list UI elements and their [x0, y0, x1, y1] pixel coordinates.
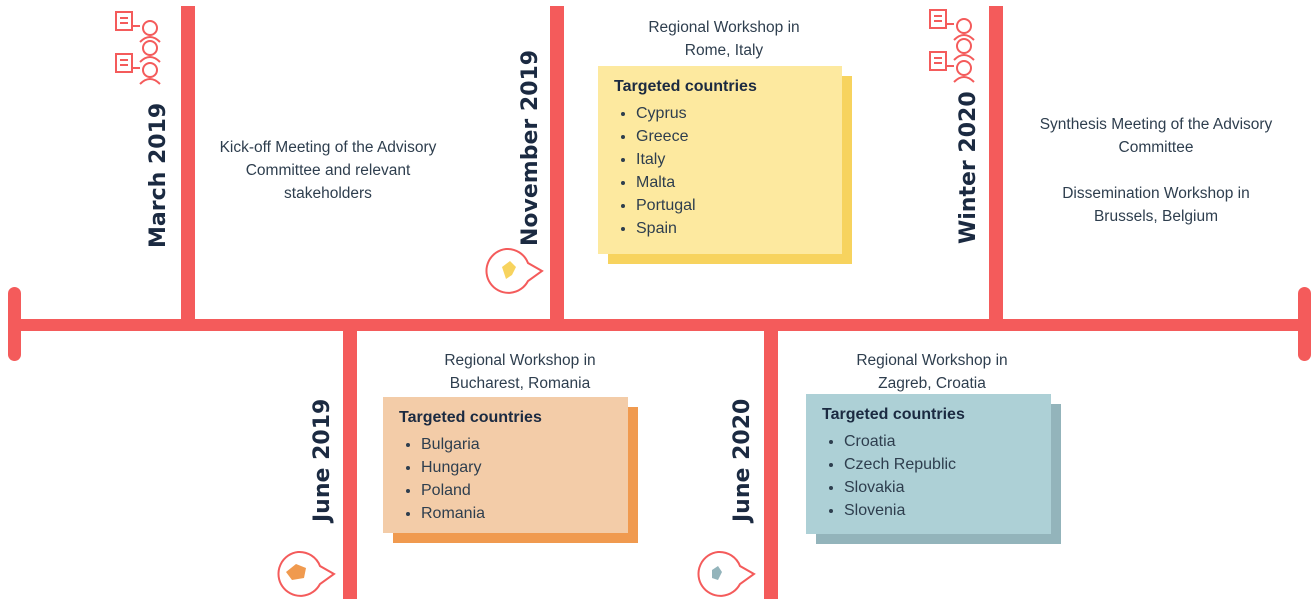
caption-line: Bucharest, Romania [449, 375, 591, 392]
event-caption: Synthesis Meeting of the Advisory Commit… [1010, 113, 1302, 159]
country-item: Poland [421, 479, 612, 502]
event-caption-secondary: Dissemination Workshop in Brussels, Belg… [1010, 182, 1302, 228]
caption-line: Regional Workshop in [856, 352, 1008, 369]
caption-line: Dissemination Workshop in [1062, 185, 1250, 202]
country-item: Slovakia [844, 476, 1035, 499]
caption-line: Regional Workshop in [444, 352, 596, 369]
targeted-countries-card: Targeted countries Cyprus Greece Italy M… [598, 66, 852, 264]
caption-line: Zagreb, Croatia [878, 375, 986, 392]
advisory-committee-icon [115, 11, 161, 85]
country-list: Cyprus Greece Italy Malta Portugal Spain [614, 102, 826, 240]
country-item: Romania [421, 502, 612, 525]
map-pin-icon [277, 550, 336, 597]
event-date: Winter 2020 [956, 91, 981, 244]
card-title: Targeted countries [614, 78, 757, 95]
map-pin-icon [485, 247, 544, 294]
stem-march-2019 [181, 6, 195, 322]
timeline-axis [14, 319, 1304, 331]
event-date: March 2019 [146, 102, 171, 248]
caption-line: Synthesis Meeting of the Advisory [1039, 116, 1273, 133]
caption-line: Kick-off Meeting of the Advisory [219, 139, 437, 156]
country-item: Italy [636, 148, 826, 171]
country-item: Czech Republic [844, 453, 1035, 476]
event-date: June 2019 [310, 398, 335, 522]
advisory-committee-icon [929, 9, 975, 83]
country-item: Slovenia [844, 499, 1035, 522]
event-caption: Kick-off Meeting of the Advisory Committ… [196, 136, 460, 205]
country-item: Malta [636, 171, 826, 194]
card-title: Targeted countries [822, 406, 965, 423]
map-pin-icon [697, 550, 756, 597]
card-body: Targeted countries Croatia Czech Republi… [806, 394, 1051, 534]
country-item: Bulgaria [421, 433, 612, 456]
caption-line: Regional Workshop in [648, 19, 800, 36]
stem-june-2019 [343, 320, 357, 599]
card-body: Targeted countries Cyprus Greece Italy M… [598, 66, 842, 254]
country-list: Bulgaria Hungary Poland Romania [399, 433, 612, 525]
caption-line: Committee and relevant [245, 162, 411, 179]
event-caption: Regional Workshop in Zagreb, Croatia [812, 349, 1052, 395]
targeted-countries-card: Targeted countries Croatia Czech Republi… [806, 394, 1061, 544]
country-item: Greece [636, 125, 826, 148]
country-item: Spain [636, 217, 826, 240]
stem-winter-2020 [989, 6, 1003, 322]
caption-line: Brussels, Belgium [1093, 208, 1219, 225]
country-item: Portugal [636, 194, 826, 217]
card-body: Targeted countries Bulgaria Hungary Pola… [383, 397, 628, 533]
country-list: Croatia Czech Republic Slovakia Slovenia [822, 430, 1035, 522]
targeted-countries-card: Targeted countries Bulgaria Hungary Pola… [383, 397, 638, 543]
caption-line: Rome, Italy [684, 42, 764, 59]
event-date: November 2019 [518, 49, 543, 246]
card-title: Targeted countries [399, 409, 542, 426]
country-item: Cyprus [636, 102, 826, 125]
event-date: June 2020 [730, 398, 755, 522]
timeline-right-cap [1298, 287, 1311, 361]
timeline-left-cap [8, 287, 21, 361]
country-item: Hungary [421, 456, 612, 479]
caption-line: stakeholders [284, 185, 372, 202]
caption-line: Committee [1118, 139, 1194, 156]
stem-november-2019 [550, 6, 564, 322]
event-caption: Regional Workshop in Bucharest, Romania [400, 349, 640, 395]
stem-june-2020 [764, 320, 778, 599]
country-item: Croatia [844, 430, 1035, 453]
event-caption: Regional Workshop in Rome, Italy [604, 16, 844, 62]
